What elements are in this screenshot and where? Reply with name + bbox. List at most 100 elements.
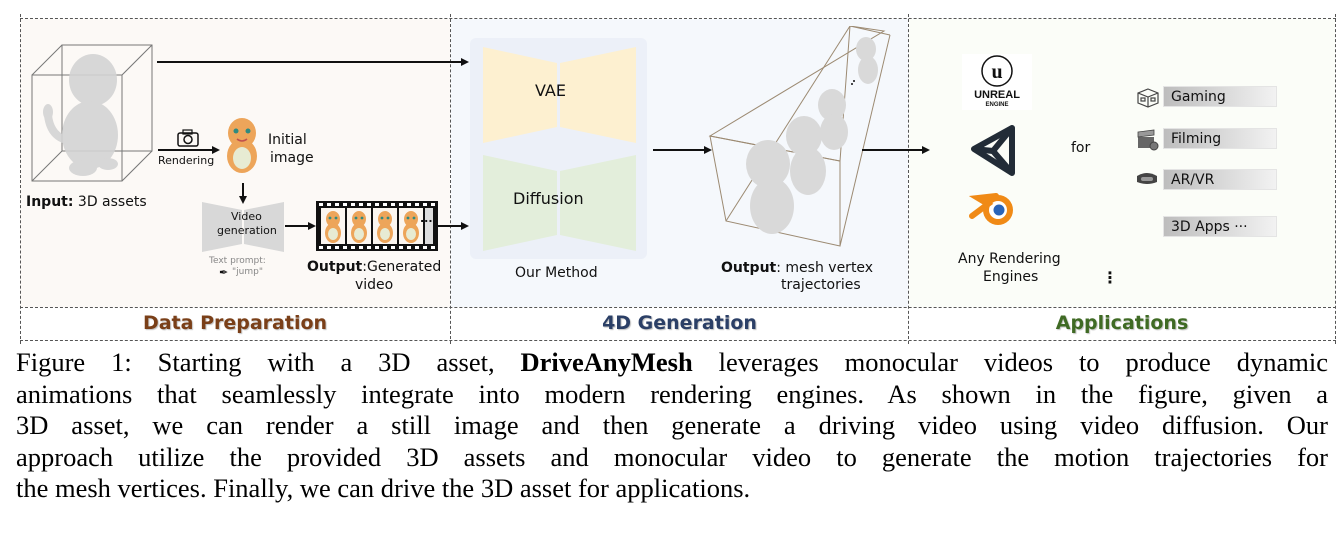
film-sprocket-hole	[423, 203, 427, 206]
arrow-head	[922, 146, 930, 154]
arrow-head	[461, 222, 469, 230]
section-title-4d-generation: 4D Generation	[602, 312, 757, 334]
video-generation-block	[202, 202, 284, 252]
grid-line-right	[1335, 14, 1336, 344]
arrow-down	[242, 183, 244, 198]
generated-video-filmstrip	[316, 201, 438, 251]
any-rendering-engines-label: Any Rendering	[958, 251, 1061, 267]
vae-label: VAE	[535, 81, 566, 100]
text-prompt-value: "jump"	[232, 267, 263, 277]
section-title-applications: Applications	[1055, 312, 1189, 334]
caption-line-5: the mesh vertices. Finally, we can drive…	[16, 473, 751, 503]
film-frame	[321, 208, 345, 244]
film-sprocket-hole	[335, 203, 339, 206]
svg-text:UNREAL: UNREAL	[974, 89, 1020, 101]
arrow-head	[212, 146, 220, 154]
film-sprocket-hole	[391, 246, 395, 249]
film-sprocket-hole	[343, 246, 347, 249]
arrow-head	[239, 196, 247, 204]
unity-logo	[971, 125, 1015, 176]
for-label: for	[1071, 140, 1091, 156]
film-sprocket-hole	[431, 203, 435, 206]
arrow-head	[704, 146, 712, 154]
arrow-head	[308, 222, 316, 230]
method-overview-figure: Input: 3D assets Rendering Initial image…	[20, 14, 1336, 344]
input-label: Input: 3D assets	[26, 194, 147, 210]
film-sprocket-hole	[383, 246, 387, 249]
film-sprocket-hole	[351, 203, 355, 206]
initial-image-character	[227, 118, 257, 173]
film-sprocket-hole	[343, 203, 347, 206]
blender-logo	[968, 193, 1013, 225]
more-engines-ellipsis: ⋮	[1102, 268, 1118, 287]
film-frame-ellipsis	[425, 208, 433, 244]
section-title-data-preparation: Data Preparation	[142, 312, 328, 334]
grid-line-left	[20, 14, 21, 344]
text-prompt-label: Text prompt:	[209, 256, 266, 266]
film-sprocket-hole	[367, 203, 371, 206]
arrow-rendering	[158, 149, 214, 151]
any-rendering-engines-label-line2: Engines	[983, 269, 1039, 285]
film-frame	[347, 208, 371, 244]
output-trajectories-label-line2: trajectories	[781, 277, 861, 293]
film-sprocket-hole	[375, 246, 379, 249]
film-sprocket-hole	[431, 246, 435, 249]
rendering-label: Rendering	[158, 154, 215, 167]
arrow-to-film	[285, 225, 309, 227]
figure-caption: Figure 1: Starting with a 3D asset, Driv…	[16, 347, 1328, 505]
vr-headset-icon	[1137, 173, 1157, 184]
film-frame	[373, 208, 397, 244]
arrow-to-applications	[862, 149, 924, 151]
arrow-film-to-diffusion	[438, 225, 462, 227]
svg-text:ENGINE: ENGINE	[985, 102, 1008, 108]
svg-text:u: u	[991, 61, 1002, 83]
film-sprocket-hole	[319, 246, 323, 249]
mesh-trajectory-frustum	[708, 26, 891, 247]
film-sprocket-hole	[407, 246, 411, 249]
grid-line-divider-1	[450, 14, 451, 344]
diffusion-label: Diffusion	[513, 189, 584, 208]
film-sprocket-hole	[399, 246, 403, 249]
arrow-head	[461, 58, 469, 66]
film-sprocket-hole	[375, 203, 379, 206]
film-sprocket-hole	[359, 203, 363, 206]
clapperboard-icon	[1137, 129, 1159, 151]
film-ellipsis: ...	[420, 212, 433, 225]
app-item-gaming: Gaming	[1163, 86, 1277, 107]
film-sprocket-hole	[391, 203, 395, 206]
initial-image-label-line2: image	[270, 150, 314, 166]
film-sprocket-hole	[327, 203, 331, 206]
game-cube-icon	[1137, 88, 1159, 108]
film-sprocket-hole	[335, 246, 339, 249]
arrow-method-to-output	[653, 149, 705, 151]
method-name: DriveAnyMesh	[520, 347, 693, 377]
film-sprocket-hole	[415, 246, 419, 249]
video-generation-label-line2: generation	[217, 224, 277, 237]
film-sprocket-hole	[383, 203, 387, 206]
output-trajectories-label: Output: mesh vertex	[721, 260, 874, 276]
film-sprocket-hole	[367, 246, 371, 249]
film-sprocket-hole	[423, 246, 427, 249]
video-generation-label: Video	[231, 210, 262, 223]
grid-line-bottom	[20, 340, 1336, 341]
film-sprocket-hole	[359, 246, 363, 249]
quill-pen-icon: ✒	[219, 266, 229, 279]
caption-line-1: Figure 1: Starting with a 3D asset, Driv…	[16, 347, 1328, 377]
film-sprocket-hole	[351, 246, 355, 249]
initial-image-label: Initial	[268, 132, 307, 148]
film-frame	[399, 208, 423, 244]
unreal-engine-logo: u UNREAL ENGINE	[962, 54, 1032, 110]
camera-icon	[177, 129, 199, 147]
grid-line-middle	[20, 307, 1336, 308]
caption-line-2: animations that seamlessly integrate int…	[16, 378, 1328, 409]
app-item-ar-vr: AR/VR	[1163, 169, 1277, 190]
diffusion-block	[483, 155, 636, 251]
caption-line-4: approach utilize the provided 3D assets …	[16, 441, 1328, 472]
3d-asset-cube-icon	[31, 44, 153, 182]
app-item-3d-apps: 3D Apps ···	[1163, 216, 1277, 237]
caption-line-3: 3D asset, we can render a still image an…	[16, 410, 1328, 440]
output-video-label-line2: video	[355, 277, 394, 293]
film-sprocket-hole	[319, 203, 323, 206]
our-method-label: Our Method	[515, 265, 598, 281]
app-item-filming: Filming	[1163, 128, 1277, 149]
